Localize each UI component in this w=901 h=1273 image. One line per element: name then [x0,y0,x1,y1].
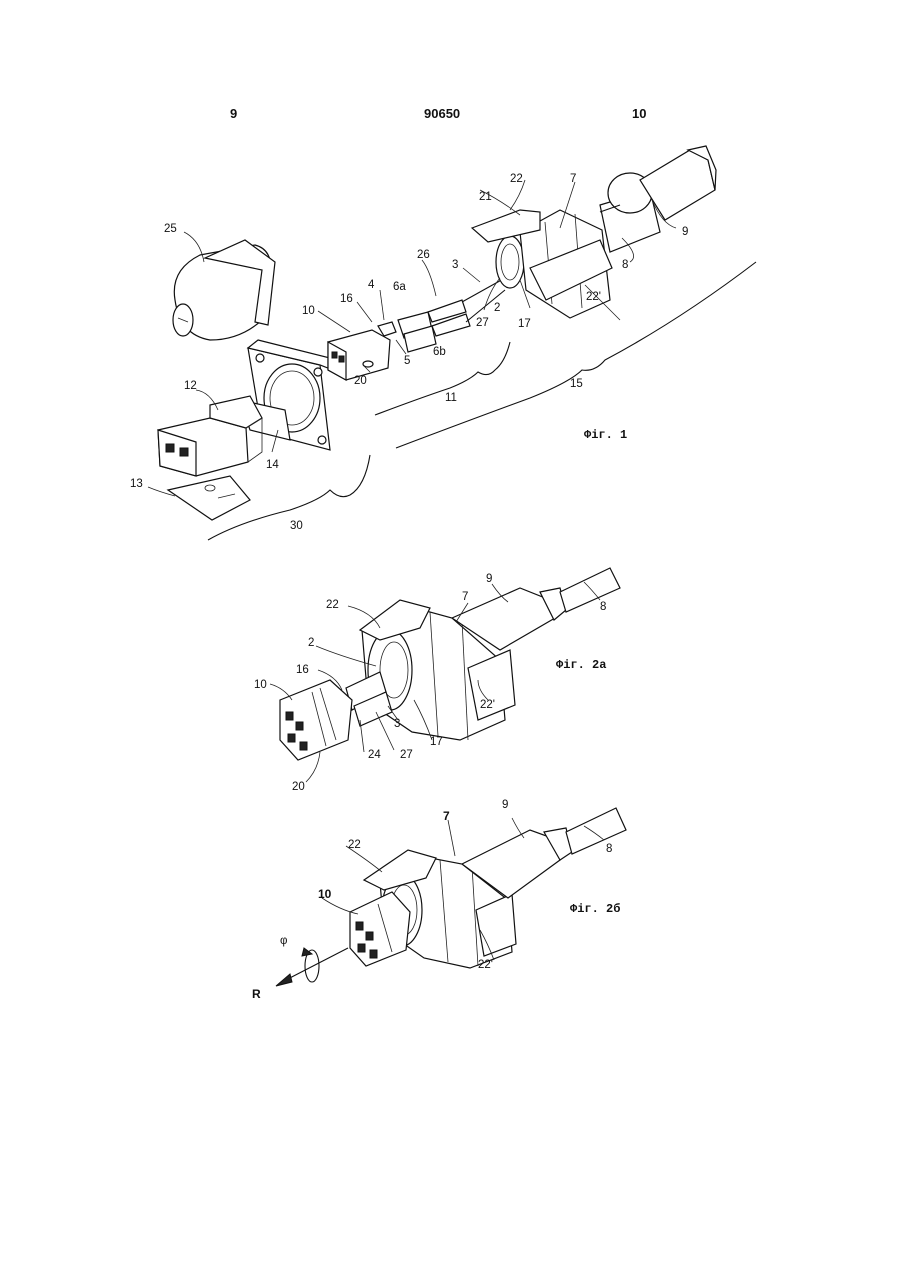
cable-9-drawing [600,146,716,252]
label-9: 9 [682,226,688,238]
label-7-2b: 7 [443,809,450,823]
label-25: 25 [164,223,177,235]
label-9-2b: 9 [502,799,508,811]
label-27-2a: 27 [400,749,413,761]
label-22-prime: 22' [586,291,601,303]
label-7-2a: 7 [462,591,468,603]
label-20-2a: 20 [292,781,305,793]
label-22-2a: 22 [326,599,339,611]
label-8-2a: 8 [600,601,606,613]
label-4: 4 [368,279,375,291]
label-22-2b: 22 [348,839,361,851]
label-13: 13 [130,478,143,490]
label-3: 3 [452,259,458,271]
label-3-2a: 3 [394,718,400,730]
caption-fig-2b: Фіг. 2б [570,901,620,916]
label-10: 10 [302,305,315,317]
label-21: 21 [479,191,492,203]
figure-1: 25 12 13 14 30 10 16 4 5 20 6a 6b 26 3 2… [130,146,756,540]
connector-10-drawing [328,322,396,380]
label-30: 30 [290,520,303,532]
label-16-2a: 16 [296,664,309,676]
label-15: 15 [570,378,583,390]
label-7: 7 [570,173,576,185]
label-12: 12 [184,380,197,392]
label-17-2a: 17 [430,736,443,748]
label-11: 11 [445,392,457,404]
label-20: 20 [354,375,367,387]
label-9-2a: 9 [486,573,492,585]
label-8: 8 [622,259,628,271]
label-22: 22 [510,173,523,185]
label-10-2a: 10 [254,679,267,691]
ferrules-6-drawing [398,278,505,352]
label-27: 27 [476,317,489,329]
label-r-2b: R [252,987,261,1001]
caption-fig-1: Фіг. 1 [584,428,627,442]
label-5: 5 [404,355,410,367]
label-6a: 6a [393,281,406,293]
label-2-2a: 2 [308,637,314,649]
adapter-12-drawing [158,396,262,476]
label-24-2a: 24 [368,749,381,761]
label-2: 2 [494,302,500,314]
figure-2a: 22 7 9 8 2 16 10 24 27 3 17 22' 20 Фіг. … [254,568,620,793]
label-17: 17 [518,318,531,330]
caption-fig-2a: Фіг. 2а [556,658,606,672]
label-phi-2b: φ [280,935,287,947]
label-8-2b: 8 [606,843,612,855]
label-26: 26 [417,249,430,261]
plate-13-drawing [168,476,250,520]
label-10-2b: 10 [318,887,332,901]
label-22-prime-2b: 22' [478,959,493,971]
label-22-prime-2a: 22' [480,699,495,711]
label-6b: 6b [433,346,446,358]
figure-2b: 22 7 9 8 10 φ R 22' Фіг. 2б [252,799,626,1001]
flange-14-drawing [240,340,338,450]
cap-25-drawing [173,240,275,340]
label-16: 16 [340,293,353,305]
label-14: 14 [266,459,279,471]
